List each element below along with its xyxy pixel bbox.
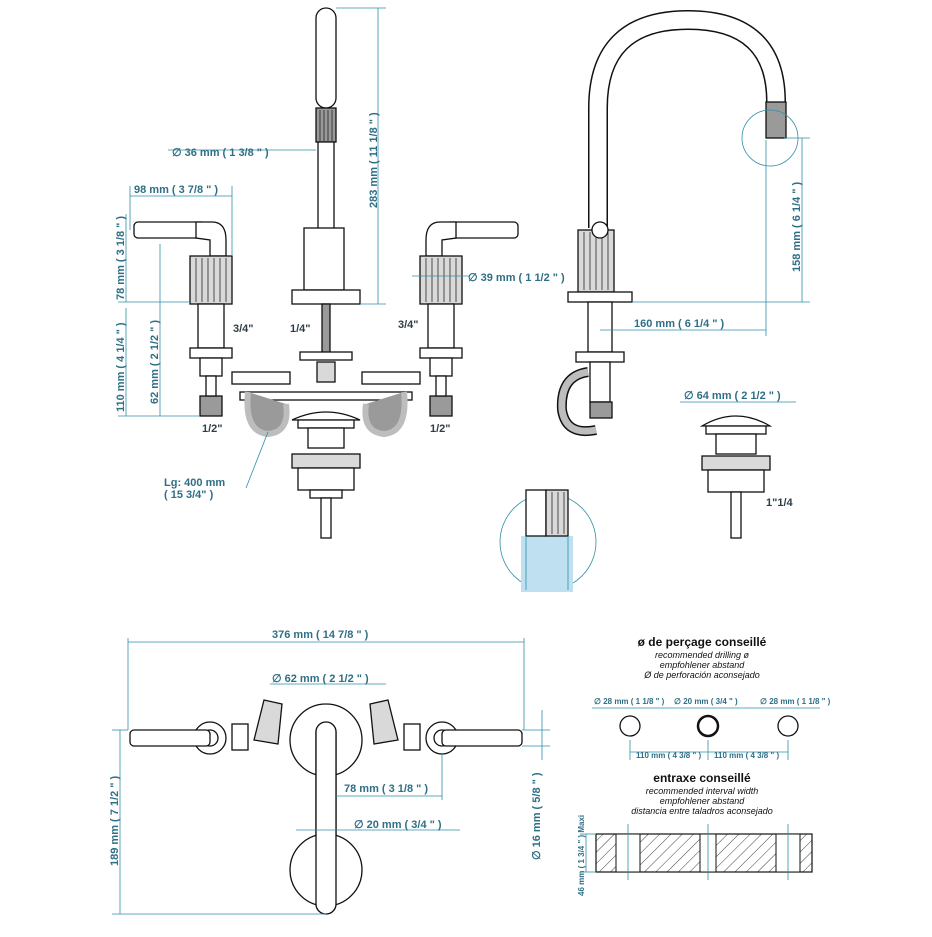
dim-top-depth: 189 mm ( 7 1/2 " ) <box>109 775 121 866</box>
label-thread-left: 3/4" <box>233 323 254 335</box>
interval-max-label: 46 mm ( 1 3/4 " ) Maxi <box>577 815 586 896</box>
front-view: ∅ 36 mm ( 1 3/8 " ) 283 mm ( 11 1/8 " ) … <box>115 7 565 539</box>
center-nut <box>299 351 353 361</box>
left-connector <box>231 371 291 385</box>
drill-hole-left: ∅ 28 mm ( 1 1/8 " ) <box>594 697 665 706</box>
dim-top-drain-diameter: ∅ 62 mm ( 2 1/2 " ) <box>272 673 369 685</box>
center-tee <box>316 361 336 383</box>
drilling-sub2: empfohlener abstand <box>660 660 746 670</box>
label-thread-right: 3/4" <box>398 319 419 331</box>
spout-base <box>291 289 361 305</box>
dim-left-total: 110 mm ( 4 1/4 " ) <box>115 322 127 412</box>
side-drain <box>699 415 773 539</box>
label-conn-left: 1/2" <box>202 423 223 435</box>
right-connector <box>361 371 421 385</box>
dim-top-side-diameter: ∅ 16 mm ( 5/8 " ) <box>531 772 543 860</box>
spout-rod <box>321 303 331 355</box>
front-drain <box>291 411 361 539</box>
interval-sub1: recommended interval width <box>646 786 759 796</box>
dim-body-diameter: ∅ 39 mm ( 1 1/2 " ) <box>468 272 565 284</box>
right-valve <box>419 221 519 417</box>
dim-spout-height: 283 mm ( 11 1/8 " ) <box>368 112 380 208</box>
crossbar <box>239 391 413 401</box>
interval-sub3: distancia entre taladros aconsejado <box>631 806 773 816</box>
drilling-sub1: recommended drilling ø <box>655 650 750 660</box>
dim-top-center-offset: 78 mm ( 3 1/8 " ) <box>344 783 428 795</box>
interval-title: entraxe conseillé <box>653 771 751 785</box>
drilling-section: ø de perçage conseillé recommended drill… <box>577 635 831 896</box>
dim-side-height: 158 mm ( 6 1/4 " ) <box>791 181 803 272</box>
label-thread-center: 1/4" <box>290 323 311 335</box>
label-hose-length-inch: ( 15 3/4" ) <box>164 489 214 501</box>
dim-handle-height: 78 mm ( 3 1/8 " ) <box>115 216 127 300</box>
left-valve <box>133 221 233 417</box>
dim-left-inner: 62 mm ( 2 1/2 " ) <box>149 320 161 404</box>
drilling-sub3: Ø de perforación aconsejado <box>643 670 760 680</box>
drill-hole-center: ∅ 20 mm ( 3/4 " ) <box>674 697 738 706</box>
dim-side-drain-diameter: ∅ 64 mm ( 2 1/2 " ) <box>684 390 781 402</box>
drill-hole-right: ∅ 28 mm ( 1 1/8 " ) <box>760 697 831 706</box>
drilling-title: ø de perçage conseillé <box>638 635 767 649</box>
dim-top-overall-width: 376 mm ( 14 7/8 " ) <box>272 629 369 641</box>
dim-handle-width: 98 mm ( 3 7/8 " ) <box>134 184 218 196</box>
spout-stem <box>315 7 337 109</box>
side-view: 158 mm ( 6 1/4 " ) 160 mm ( 6 1/4 " ) ∅ … <box>499 9 810 592</box>
spout-body <box>303 227 345 291</box>
label-side-drain-thread: 1"1/4 <box>766 497 794 509</box>
drill-spacing-left: 110 mm ( 4 3/8 " ) <box>636 751 701 760</box>
label-hose-length: Lg: 400 mm <box>164 477 225 489</box>
drill-spacing-right: 110 mm ( 4 3/8 " ) <box>714 751 779 760</box>
detail-bubble <box>499 489 597 592</box>
dim-side-reach: 160 mm ( 6 1/4 " ) <box>634 318 725 330</box>
label-conn-right: 1/2" <box>430 423 451 435</box>
interval-sub2: empfohlener abstand <box>660 796 746 806</box>
spout-tube <box>317 141 335 231</box>
spout-grip <box>315 107 337 143</box>
top-view: 376 mm ( 14 7/8 " ) ∅ 62 mm ( 2 1/2 " ) … <box>109 629 550 915</box>
dim-top-spout-diameter: ∅ 20 mm ( 3/4 " ) <box>354 819 442 831</box>
dim-spout-diameter: ∅ 36 mm ( 1 3/8 " ) <box>172 147 269 159</box>
